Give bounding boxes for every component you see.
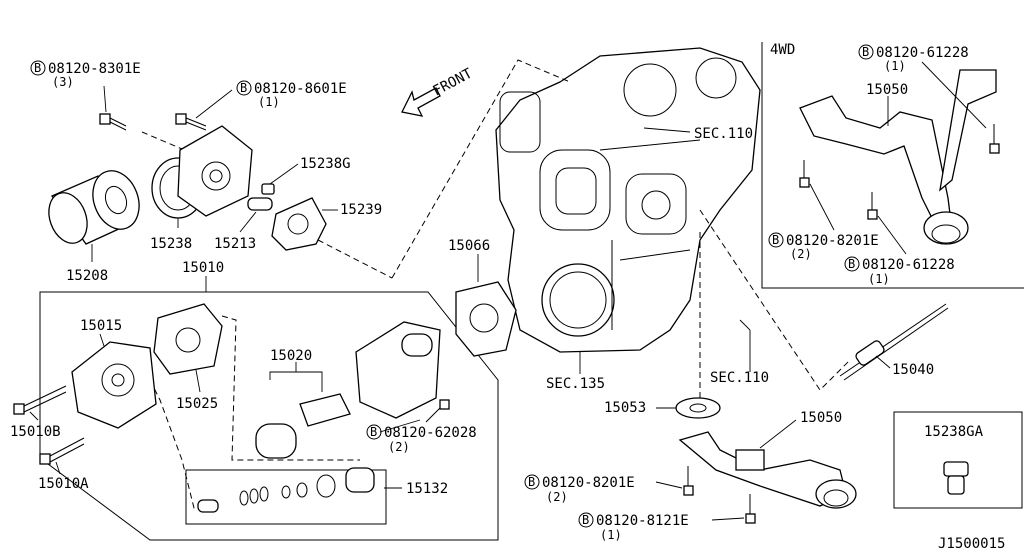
label-b8-qty: (1) — [868, 272, 890, 286]
bolt-15010b — [13, 385, 67, 415]
label-15066: 15066 — [448, 238, 490, 254]
label-b7-qty: (2) — [790, 247, 812, 261]
label-15050: 15050 — [800, 410, 842, 426]
label-15010b: 15010B — [10, 424, 61, 440]
bolt-08120-8301e — [99, 113, 127, 131]
valve-kit-15132 — [197, 467, 375, 513]
leader-lines — [29, 61, 987, 521]
gasket-15066 — [455, 281, 517, 357]
label-15050-4wd: 15050 — [866, 82, 908, 98]
label-15020: 15020 — [270, 348, 312, 364]
gasket-15025 — [153, 303, 223, 375]
label-sec110-bottom: SEC.110 — [710, 370, 769, 386]
label-b4-qty: (2) — [546, 490, 568, 504]
gasket-15239 — [271, 197, 327, 251]
bolt-symbol-6: B — [862, 45, 869, 59]
pump-housing — [355, 321, 441, 419]
bolt-symbol-3: B — [370, 425, 377, 439]
bolt-08120-8201e-4wd — [799, 160, 810, 188]
dash-line-15025 — [221, 315, 360, 461]
plug-15238ga — [943, 461, 969, 495]
label-15025: 15025 — [176, 396, 218, 412]
bolt-08120-62028 — [425, 399, 450, 423]
bolt-symbol-8: B — [848, 257, 855, 271]
label-b3-code: 08120-62028 — [384, 425, 477, 441]
label-15010: 15010 — [182, 260, 224, 276]
oil-strainer-15050 — [678, 431, 857, 509]
15132-box-outline — [185, 469, 387, 525]
figure-id: J1500015 — [938, 536, 1005, 552]
label-b5-code: 08120-8121E — [596, 513, 689, 529]
label-b2-qty: (1) — [258, 95, 280, 109]
label-b3-qty: (2) — [388, 440, 410, 454]
label-b8-code: 08120-61228 — [862, 257, 955, 273]
label-15132: 15132 — [406, 481, 448, 497]
bolt-08120-8201e — [683, 466, 694, 496]
front-label: FRONT — [430, 65, 475, 99]
label-15239: 15239 — [340, 202, 382, 218]
bolt-08120-61228-bottom — [867, 192, 878, 220]
bolt-symbol-5: B — [582, 513, 589, 527]
dash-line-main — [391, 59, 571, 279]
15238ga-box-outline — [893, 411, 1023, 509]
oil-strainer-15050-4wd — [799, 69, 997, 245]
part-labels: 08120-8301E (3) 08120-8601E (1) 15238G 1… — [10, 42, 1005, 552]
label-15053: 15053 — [604, 400, 646, 416]
label-15213: 15213 — [214, 236, 256, 252]
label-15238: 15238 — [150, 236, 192, 252]
bolt-symbol-1: B — [34, 61, 41, 75]
4wd-box-outline — [761, 42, 1024, 289]
label-b5-qty: (1) — [600, 528, 622, 542]
label-15238ga: 15238GA — [924, 424, 984, 440]
dash-line-15239 — [317, 239, 393, 279]
label-b1-code: 08120-8301E — [48, 61, 141, 77]
label-15208: 15208 — [66, 268, 108, 284]
label-sec110-top: SEC.110 — [694, 126, 753, 142]
front-arrow — [401, 87, 441, 117]
plug-15238g — [261, 183, 275, 195]
bolt-08120-8121e — [745, 494, 756, 524]
bolt-symbol-2: B — [240, 81, 247, 95]
label-15040: 15040 — [892, 362, 934, 378]
label-sec135: SEC.135 — [546, 376, 605, 392]
label-15238g: 15238G — [300, 156, 351, 172]
bolt-08120-61228-top — [989, 124, 1000, 154]
label-b2-code: 08120-8601E — [254, 81, 347, 97]
label-4wd: 4WD — [770, 42, 795, 58]
label-15015: 15015 — [80, 318, 122, 334]
dash-line-sec110 — [699, 209, 851, 391]
label-b6-qty: (1) — [884, 59, 906, 73]
label-b7-code: 08120-8201E — [786, 233, 879, 249]
bolt-15010a — [39, 437, 85, 465]
bolt-symbols: B B B B B B B B — [30, 44, 874, 528]
pump-body-15015 — [71, 341, 157, 429]
relief-valve-15213 — [247, 197, 273, 211]
label-b6-code: 08120-61228 — [876, 45, 969, 61]
bolt-symbol-4: B — [528, 475, 535, 489]
rotor-set-15020 — [255, 393, 351, 459]
gasket-15053 — [675, 397, 721, 419]
dipstick-15040 — [839, 303, 949, 381]
bolt-08120-8601e — [175, 113, 207, 131]
label-b1-qty: (3) — [52, 75, 74, 89]
oil-pump-cover-15238 — [151, 125, 253, 219]
engine-block — [495, 47, 761, 353]
label-15010a: 15010A — [38, 476, 89, 492]
oil-filter-15208 — [48, 170, 140, 245]
bolt-symbol-7: B — [772, 233, 779, 247]
label-b4-code: 08120-8201E — [542, 475, 635, 491]
